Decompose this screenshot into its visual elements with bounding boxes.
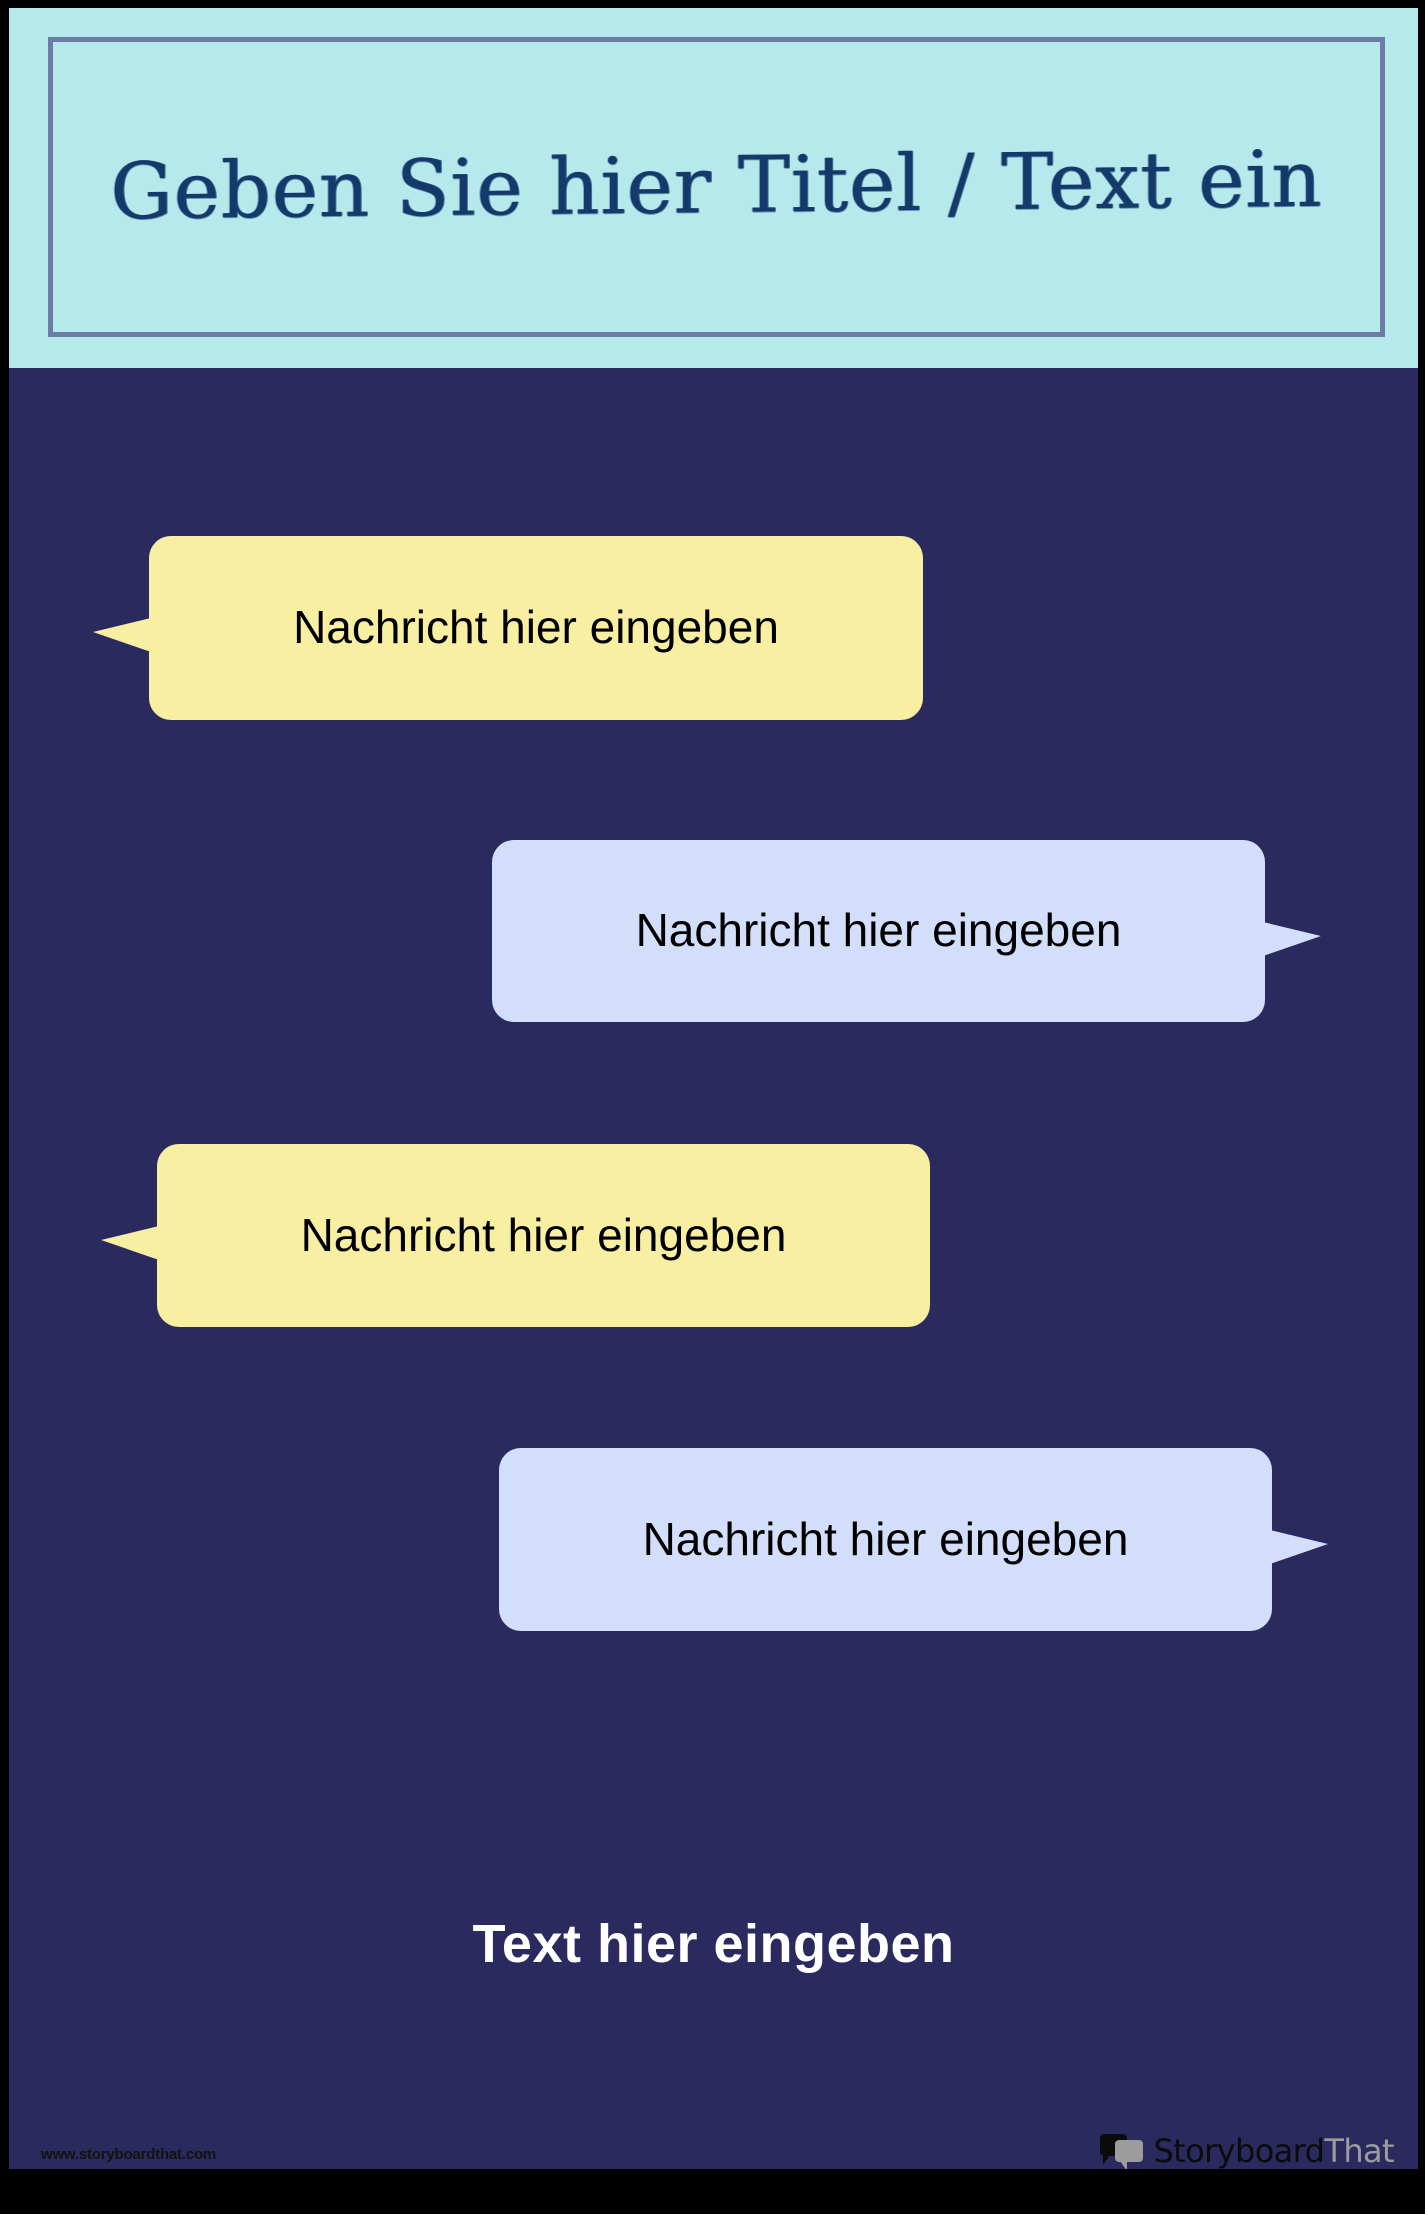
logo-text-that: That bbox=[1324, 2132, 1394, 2169]
speech-bubble-3[interactable]: Nachricht hier eingeben bbox=[157, 1144, 930, 1327]
header-band: Geben Sie hier Titel / Text ein bbox=[9, 8, 1418, 368]
storyboardthat-logo: Storyboard That bbox=[1100, 2128, 1395, 2169]
speech-bubble-3-text: Nachricht hier eingeben bbox=[300, 1208, 787, 1261]
speech-bubbles-icon bbox=[1100, 2133, 1146, 2169]
speech-bubble-tail-1 bbox=[93, 618, 151, 652]
logo-text-storyboard: Storyboard bbox=[1153, 2132, 1325, 2169]
site-watermark: www.storyboardthat.com bbox=[41, 2146, 217, 2163]
footer-caption[interactable]: Text hier eingeben bbox=[472, 1914, 955, 1974]
speech-bubble-2[interactable]: Nachricht hier eingeben bbox=[492, 840, 1265, 1022]
speech-bubble-1-text: Nachricht hier eingeben bbox=[293, 601, 779, 654]
header-border-frame bbox=[48, 37, 1385, 337]
speech-bubble-1[interactable]: Nachricht hier eingeben bbox=[149, 536, 923, 720]
speech-bubble-4[interactable]: Nachricht hier eingeben bbox=[499, 1448, 1272, 1631]
poster-canvas: Geben Sie hier Titel / Text ein Nachrich… bbox=[9, 8, 1418, 2169]
speech-bubble-4-text: Nachricht hier eingeben bbox=[642, 1512, 1129, 1565]
page-title[interactable]: Geben Sie hier Titel / Text ein bbox=[110, 135, 1323, 238]
speech-bubble-tail-3 bbox=[101, 1226, 159, 1260]
speech-bubble-2-text: Nachricht hier eingeben bbox=[635, 904, 1122, 957]
speech-bubble-tail-2 bbox=[1263, 922, 1321, 956]
speech-bubble-tail-4 bbox=[1270, 1530, 1328, 1564]
speech-bubble-front-icon bbox=[1115, 2140, 1144, 2169]
